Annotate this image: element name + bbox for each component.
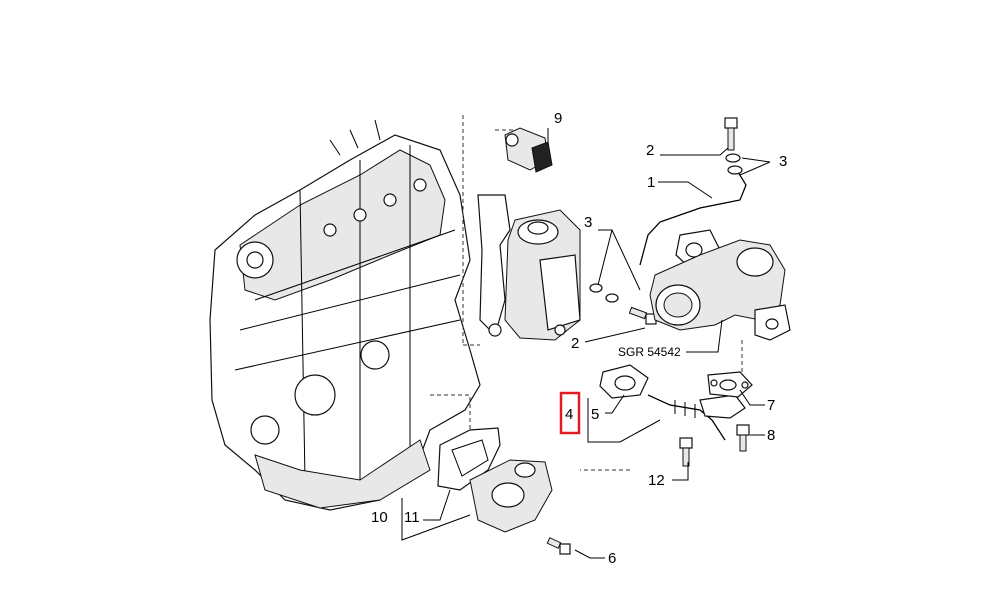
- callout-10: 10: [371, 509, 388, 526]
- callout-6: 6: [608, 550, 616, 567]
- callout-3-top: 3: [779, 153, 787, 170]
- callout-9: 9: [554, 110, 562, 127]
- part-12-bolt: [679, 437, 693, 467]
- part-10-flange: [469, 459, 553, 533]
- callout-1: 1: [647, 174, 655, 191]
- part-7-gasket: [707, 371, 753, 398]
- part-11-gasket: [437, 427, 501, 491]
- part-2-bolt-mid: [628, 306, 657, 325]
- assembly-guide-line: [430, 394, 471, 430]
- leader-lines: [401, 128, 771, 559]
- callout-7: 7: [767, 397, 775, 414]
- part-1-pipe: [639, 171, 747, 266]
- reference-code: SGR 54542: [618, 345, 681, 359]
- engine-block: [209, 119, 481, 511]
- callout-2-mid: 2: [571, 335, 579, 352]
- callout-11: 11: [404, 509, 420, 526]
- part-9-sensor: [504, 127, 553, 173]
- part-2-bolt-top: [724, 117, 738, 151]
- callout-2-top: 2: [646, 142, 654, 159]
- callout-5: 5: [591, 406, 599, 423]
- callout-4: 4: [565, 406, 573, 423]
- callout-8: 8: [767, 427, 775, 444]
- part-4-egr-tube: [647, 394, 746, 441]
- callout-12: 12: [648, 472, 665, 489]
- highlight-box-4: [559, 391, 581, 435]
- part-8-bolt: [736, 424, 750, 452]
- callout-3-mid: 3: [584, 214, 592, 231]
- egr-housing: [649, 229, 791, 341]
- egr-valve: [477, 194, 581, 341]
- part-6-bolt: [546, 537, 571, 555]
- part-5-gasket: [599, 364, 649, 399]
- part-3-washers: [589, 153, 743, 303]
